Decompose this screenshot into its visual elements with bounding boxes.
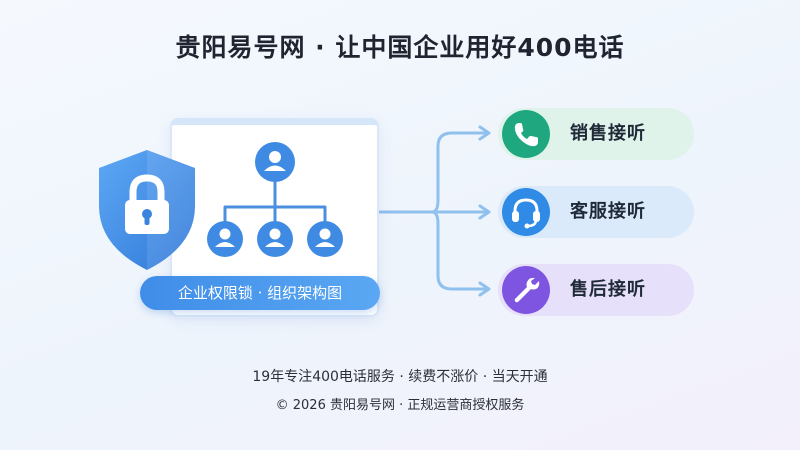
person-icon-right [307,221,343,257]
route-label-service: 客服接听 [570,201,646,222]
route-service[interactable]: 客服接听 [498,186,694,238]
wrench-icon [502,266,550,314]
headset-icon [502,188,550,236]
phone-icon [502,110,550,158]
permission-org-badge: 企业权限锁 · 组织架构图 [140,276,380,310]
page-title: 贵阳易号网 · 让中国企业用好400电话 [175,33,625,62]
person-icon-left [207,221,243,257]
person-icon-middle [257,221,293,257]
footer-copyright: © 2026 贵阳易号网 · 正规运营商授权服务 [275,398,525,413]
lock-shield-icon [99,150,195,270]
person-icon-top [255,142,295,182]
route-aftersales[interactable]: 售后接听 [498,264,694,316]
footer-tagline: 19年专注400电话服务 · 续费不涨价 · 当天开通 [252,369,548,385]
route-sales[interactable]: 销售接听 [498,108,694,160]
route-label-aftersales: 售后接听 [570,279,646,300]
org-chart-icon [207,142,343,257]
route-label-sales: 销售接听 [570,123,646,144]
